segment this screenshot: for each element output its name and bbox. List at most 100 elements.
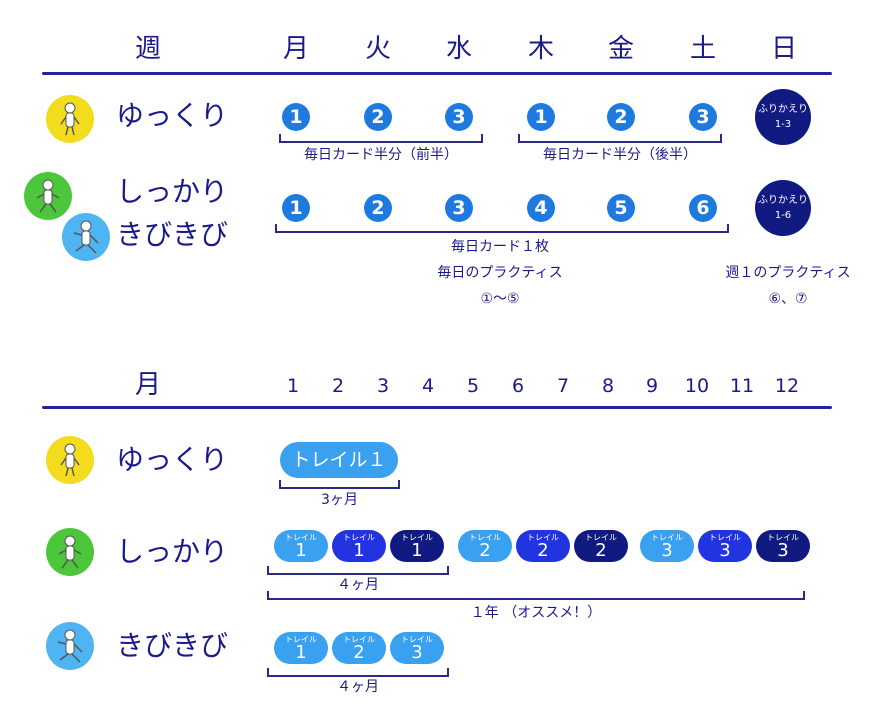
level-label-slow: ゆっくり bbox=[116, 443, 229, 476]
month-number: 6 bbox=[511, 375, 525, 397]
review-badge-steady: ふりかえり 1-6 bbox=[755, 180, 811, 236]
day-mon: 月 bbox=[282, 34, 309, 64]
trail-label: トレイル bbox=[709, 533, 741, 542]
month-number: 8 bbox=[601, 375, 615, 397]
day-sat: 土 bbox=[689, 34, 716, 64]
session-number: 6 bbox=[689, 194, 717, 222]
trail-pill: トレイル１ bbox=[280, 442, 398, 478]
bracket-steady-trail bbox=[267, 566, 449, 575]
session-number: 2 bbox=[607, 103, 635, 131]
walker-icon bbox=[46, 95, 94, 143]
bracket-brisk bbox=[267, 668, 449, 677]
month-number: 2 bbox=[331, 375, 345, 397]
month-header: 月 bbox=[134, 370, 161, 400]
review-badge-slow: ふりかえり 1-3 bbox=[755, 89, 811, 145]
trail-label: トレイル bbox=[585, 533, 617, 542]
caption-year: １年 （オススメ！） bbox=[470, 605, 602, 621]
caption-duration-brisk: ４ヶ月 bbox=[337, 679, 379, 695]
day-tue: 火 bbox=[364, 34, 391, 64]
session-number: 2 bbox=[364, 194, 392, 222]
session-number: 4 bbox=[527, 194, 555, 222]
session-number: 3 bbox=[445, 103, 473, 131]
session-number: 3 bbox=[689, 103, 717, 131]
trail-number: 3 bbox=[661, 540, 673, 561]
trail-number: 1 bbox=[295, 540, 307, 561]
trail-number: 1 bbox=[411, 540, 423, 561]
review-label: ふりかえり bbox=[758, 104, 808, 115]
trail-label: トレイル bbox=[343, 533, 375, 542]
trail-number: 3 bbox=[411, 642, 423, 663]
review-range: 1-6 bbox=[774, 210, 792, 221]
bracket-year bbox=[267, 591, 805, 600]
level-label-slow: ゆっくり bbox=[116, 99, 229, 132]
bracket-slow bbox=[279, 480, 400, 489]
monthly-divider bbox=[42, 406, 832, 409]
trail-number: 1 bbox=[295, 642, 307, 663]
caption-duration-steady: ４ヶ月 bbox=[337, 577, 379, 593]
trail-label: トレイル bbox=[469, 533, 501, 542]
month-number: 5 bbox=[466, 375, 480, 397]
month-number: 1 bbox=[286, 375, 300, 397]
walker-icon bbox=[46, 436, 94, 484]
caption-weekly-practice: 週１のプラクティス bbox=[725, 265, 851, 281]
trail-label: トレイル bbox=[527, 533, 559, 542]
trail-label: トレイル bbox=[343, 635, 375, 644]
caption-daily-card: 毎日カード１枚 bbox=[451, 239, 549, 255]
caption-second-half: 毎日カード半分（後半） bbox=[543, 147, 697, 163]
trail-number: 1 bbox=[353, 540, 365, 561]
caption-first-half: 毎日カード半分（前半） bbox=[304, 147, 458, 163]
trail-label: トレイル bbox=[285, 635, 317, 644]
month-number: 12 bbox=[774, 375, 800, 397]
trail-number: 2 bbox=[479, 540, 491, 561]
month-number: 3 bbox=[376, 375, 390, 397]
session-number: 2 bbox=[364, 103, 392, 131]
trail-label: トレイル bbox=[401, 635, 433, 644]
trail-label: トレイル bbox=[651, 533, 683, 542]
month-number: 7 bbox=[556, 375, 570, 397]
caption-daily-practice-range: ①〜⑤ bbox=[480, 291, 520, 307]
walker-icon bbox=[46, 622, 94, 670]
trail-number: 3 bbox=[777, 540, 789, 561]
week-header: 週 bbox=[134, 34, 161, 64]
level-label-brisk: きびきび bbox=[116, 629, 229, 662]
session-number: 1 bbox=[527, 103, 555, 131]
day-sun: 日 bbox=[770, 34, 797, 64]
bracket-daily-card bbox=[275, 224, 729, 233]
month-number: 10 bbox=[684, 375, 710, 397]
day-thu: 木 bbox=[527, 34, 554, 64]
trail-number: 2 bbox=[595, 540, 607, 561]
walker-icon bbox=[62, 213, 110, 261]
trail-number: 3 bbox=[719, 540, 731, 561]
walker-icon bbox=[24, 172, 72, 220]
bracket-first-half bbox=[279, 134, 483, 143]
session-number: 1 bbox=[282, 194, 310, 222]
weekly-divider bbox=[42, 72, 832, 75]
level-label-steady: しっかり bbox=[116, 535, 229, 568]
session-number: 5 bbox=[607, 194, 635, 222]
level-label-steady: しっかり bbox=[116, 175, 229, 208]
trail-label: トレイル bbox=[767, 533, 799, 542]
review-label: ふりかえり bbox=[758, 195, 808, 206]
month-number: 9 bbox=[645, 375, 659, 397]
trail-number: 2 bbox=[537, 540, 549, 561]
caption-duration-slow: 3ヶ月 bbox=[321, 492, 358, 508]
walker-icon bbox=[46, 528, 94, 576]
bracket-second-half bbox=[518, 134, 722, 143]
level-label-brisk: きびきび bbox=[116, 218, 229, 251]
trail-label: トレイル bbox=[401, 533, 433, 542]
day-wed: 水 bbox=[445, 34, 472, 64]
day-fri: 金 bbox=[607, 34, 634, 64]
trail-label: トレイル bbox=[285, 533, 317, 542]
trail-number: 2 bbox=[353, 642, 365, 663]
